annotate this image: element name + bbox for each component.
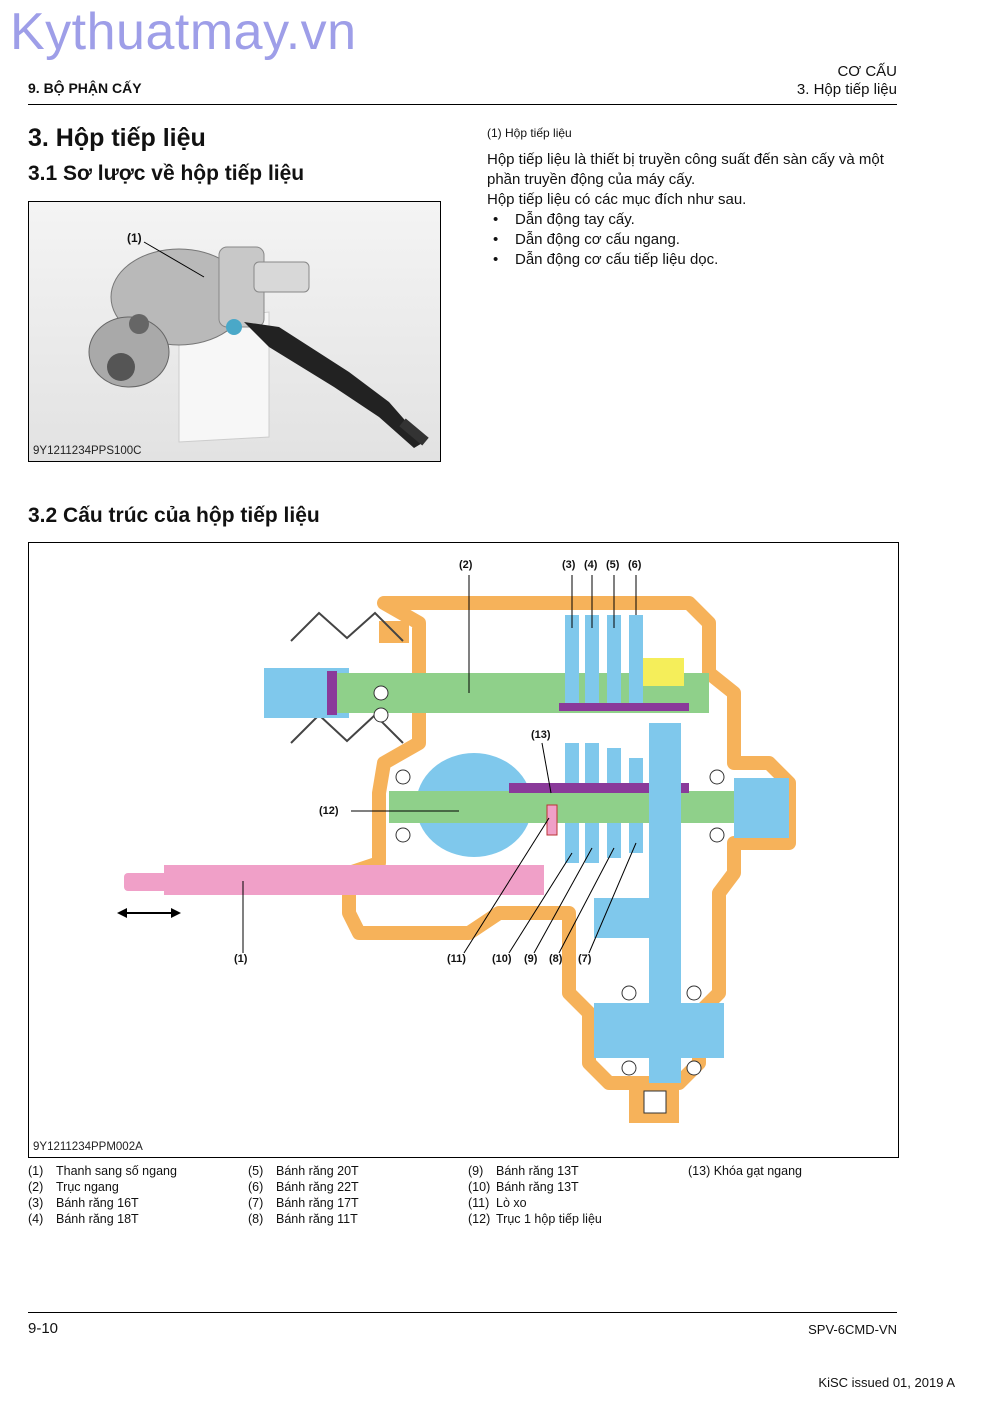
intro-sentence-2: Hộp tiếp liệu có các mục đích như sau.: [487, 191, 747, 208]
legend-column-4: (13) Khóa gạt ngang: [688, 1163, 802, 1179]
feed-case-cross-section: [117, 575, 796, 1123]
legend-item: (11)Lò xo: [468, 1196, 527, 1210]
intro-sentence-1: Hộp tiếp liệu là thiết bị truyền công su…: [487, 151, 884, 188]
page-number: 9-10: [28, 1320, 59, 1337]
legend-item: (12)Trục 1 hộp tiếp liệu: [468, 1212, 602, 1226]
document-code: SPV-6CMD-VN: [808, 1322, 897, 1337]
legend-item: (8)Bánh răng 11T: [248, 1212, 358, 1226]
legend-item: (10)Bánh răng 13T: [468, 1180, 579, 1194]
legend-item: (13) Khóa gạt ngang: [688, 1164, 802, 1178]
footer-rule: [28, 1312, 897, 1313]
feed-case-illustration: [88, 241, 429, 448]
callout-4: (4): [584, 559, 598, 571]
header-rule: [28, 104, 897, 105]
photo-code: 9Y1211234PPS100C: [33, 445, 142, 457]
callout-2: (2): [459, 559, 473, 571]
section-header: CƠ CẤU: [837, 63, 897, 80]
callout-3: (3): [562, 559, 576, 571]
callout-13: (13): [531, 729, 551, 741]
legend-item: (3)Bánh răng 16T: [28, 1196, 139, 1210]
section-1-heading: 3.1 Sơ lược về hộp tiếp liệu: [28, 162, 305, 185]
photo-callout-1: (1): [127, 231, 142, 245]
watermark: Kythuatmay.vn: [10, 3, 357, 61]
legend-item: (7)Bánh răng 17T: [248, 1196, 359, 1210]
callout-5: (5): [606, 559, 620, 571]
callout-11: (11): [447, 953, 466, 965]
chapter-header: 9. BỘ PHẬN CẤY: [28, 80, 142, 96]
callout-10: (10): [492, 953, 512, 965]
legend-item: (5)Bánh răng 20T: [248, 1164, 359, 1178]
legend-item: (4)Bánh răng 18T: [28, 1212, 139, 1226]
callout-12: (12): [319, 805, 339, 817]
callout-7: (7): [578, 953, 592, 965]
callout-9: (9): [524, 953, 538, 965]
legend-item: (2)Trục ngang: [28, 1180, 119, 1194]
purpose-list: Dẫn động tay cấy. Dẫn động cơ cấu ngang.…: [487, 210, 718, 270]
intro-paragraph: Hộp tiếp liệu là thiết bị truyền công su…: [487, 150, 907, 210]
issue-note: KiSC issued 01, 2019 A: [818, 1375, 955, 1390]
section-2-heading: 3.2 Cấu trúc của hộp tiếp liệu: [28, 504, 320, 527]
callout-8: (8): [549, 953, 563, 965]
legend-column-2: (5)Bánh răng 20T (6)Bánh răng 22T (7)Bán…: [248, 1163, 359, 1227]
subsection-header: 3. Hộp tiếp liệu: [796, 81, 897, 98]
purpose-item: Dẫn động cơ cấu ngang.: [487, 230, 718, 250]
photo-caption: (1) Hộp tiếp liệu: [487, 126, 572, 140]
legend-item: (9)Bánh răng 13T: [468, 1164, 579, 1178]
callout-1: (1): [234, 953, 248, 965]
callout-6: (6): [628, 559, 642, 571]
purpose-item: Dẫn động cơ cấu tiếp liệu dọc.: [487, 250, 718, 270]
legend-column-3: (9)Bánh răng 13T (10)Bánh răng 13T (11)L…: [468, 1163, 602, 1227]
legend-column-1: (1)Thanh sang số ngang (2)Trục ngang (3)…: [28, 1163, 177, 1227]
legend-item: (6)Bánh răng 22T: [248, 1180, 359, 1194]
legend-item: (1)Thanh sang số ngang: [28, 1164, 177, 1178]
page-title: 3. Hộp tiếp liệu: [28, 124, 206, 152]
feed-case-photo: (1) 9Y1211234PPS100C: [28, 201, 441, 462]
purpose-item: Dẫn động tay cấy.: [487, 210, 718, 230]
structure-diagram: (2) (3) (4) (5) (6) (13) (12) (1) (11) (…: [28, 542, 899, 1158]
diagram-code: 9Y1211234PPM002A: [33, 1141, 143, 1153]
